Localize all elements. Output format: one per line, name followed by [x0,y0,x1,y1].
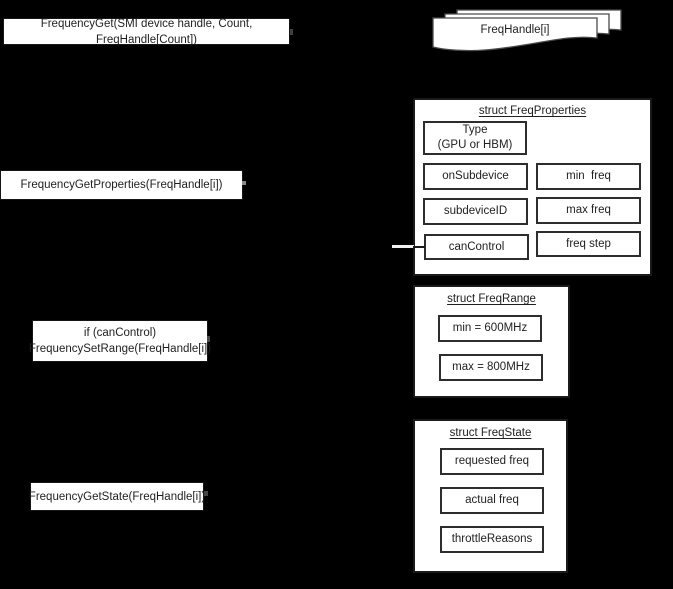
frequency-get-call-box: FrequencyGet(SMI device handle, Count, F… [3,17,290,46]
field-max-freq-label: max freq [566,204,611,216]
field-max-freq: max freq [536,197,641,224]
freq-handle-document-stack [432,9,622,52]
field-type-line2: (GPU or HBM) [437,139,513,151]
frequency-get-state-call-box: FrequencyGetState(FreqHandle[i]) [28,482,206,511]
field-freq-step: freq step [536,231,641,257]
field-min-freq-label: min freq [566,170,611,182]
arrow-remnant-set-range [207,336,210,342]
field-min-600mhz: min = 600MHz [438,315,542,342]
arrow-remnant-top [290,29,293,35]
field-subdevice-id: subdeviceID [423,198,528,225]
field-freq-step-label: freq step [566,237,611,250]
field-can-control: canControl [424,234,529,260]
frequency-get-properties-call-box: FrequencyGetProperties(FreqHandle[i]) [0,170,243,200]
field-type: Type (GPU or HBM) [423,121,527,155]
field-min-600mhz-label: min = 600MHz [452,322,528,334]
struct-freq-properties-title: struct FreqProperties [478,105,587,117]
field-requested-freq-label: requested freq [454,455,530,467]
struct-freq-range-title: struct FreqRange [447,293,536,305]
field-throttle-reasons: throttleReasons [440,526,544,553]
field-type-line1: Type [462,124,488,136]
field-requested-freq: requested freq [440,448,544,475]
arrow-remnant-get-state [204,491,208,496]
can-control-connector-stub-inner [413,246,425,248]
if-can-control-label: if (canControl) [83,327,157,339]
field-on-subdevice-label: onSubdevice [442,170,509,182]
frequency-set-range-call-box: if (canControl) FrequencySetRange(FreqHa… [28,320,212,362]
frequency-get-properties-call-label: FrequencyGetProperties(FreqHandle[i]) [20,179,223,191]
field-actual-freq: actual freq [440,487,544,514]
field-max-800mhz: max = 800MHz [439,354,543,381]
can-control-connector-stub-outer [392,245,414,248]
frequency-get-call-label: FrequencyGet(SMI device handle, Count, F… [40,17,253,46]
field-throttle-reasons-label: throttleReasons [451,533,533,545]
struct-freq-state-title: struct FreqState [449,427,532,439]
arrow-remnant-get-properties [242,181,246,185]
field-min-freq: min freq [536,163,641,190]
freq-handle-stack-label: FreqHandle[i] [480,24,550,36]
frequency-set-range-call-label: FrequencySetRange(FreqHandle[i]) [28,343,212,355]
field-can-control-label: canControl [448,240,505,253]
field-actual-freq-label: actual freq [465,494,519,506]
document-shape-front [432,17,598,52]
field-on-subdevice: onSubdevice [423,163,528,190]
field-max-800mhz-label: max = 800MHz [452,361,530,373]
frequency-get-state-call-label: FrequencyGetState(FreqHandle[i]) [28,490,206,503]
field-subdevice-id-label: subdeviceID [443,205,508,217]
